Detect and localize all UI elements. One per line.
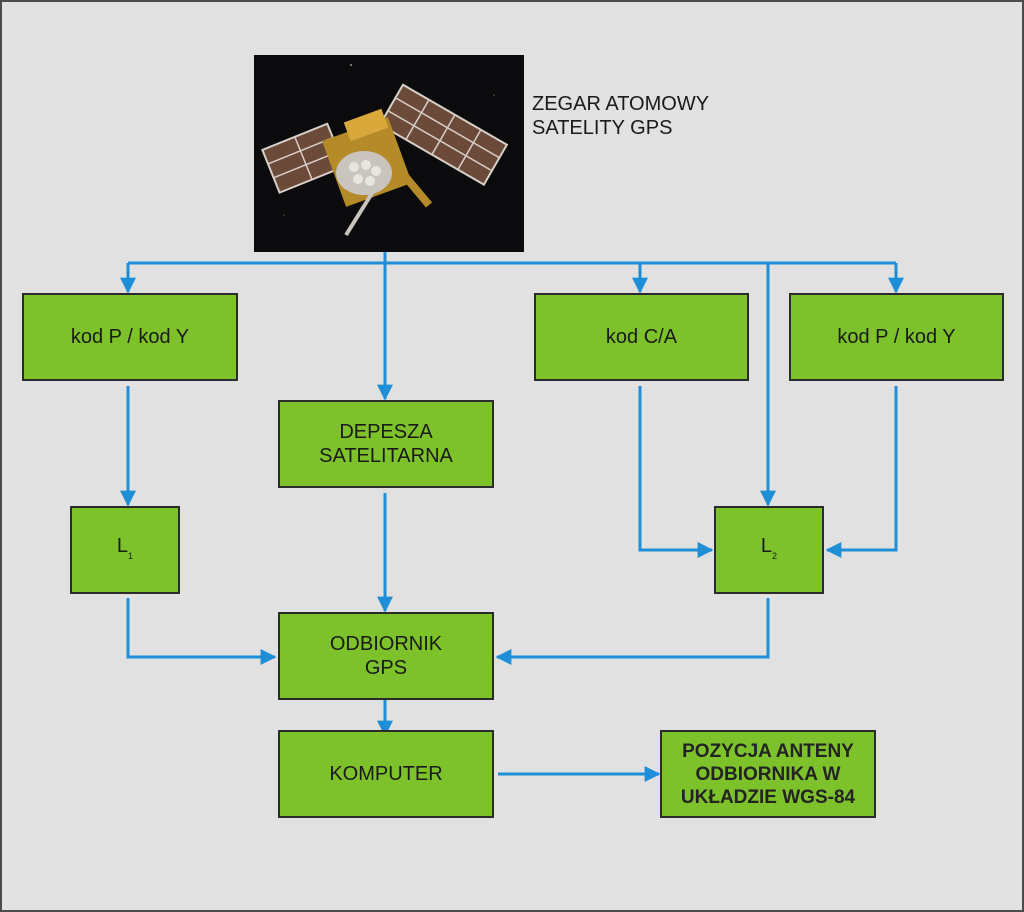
l1-label: L1: [117, 534, 133, 566]
l1-letter: L: [116, 535, 129, 557]
l2-label: L2: [761, 534, 777, 566]
depesza-line-1: DEPESZA: [339, 421, 433, 443]
pozycja-line-2: ODBIORNIKA W: [695, 763, 841, 785]
depesza-satelitarna-box: DEPESZA SATELITARNA: [278, 400, 494, 488]
kod-ca-label: kod C/A: [605, 326, 678, 348]
pozycja-line-3: UKŁADZIE WGS-84: [680, 786, 856, 808]
pozycja-anteny-box: POZYCJA ANTENY ODBIORNIKA W UKŁADZIE WGS…: [660, 730, 876, 818]
arrow-l1-to-odbiornik: [126, 598, 277, 665]
arrow-kod-ca-to-l2: [638, 386, 714, 558]
l1-subscript: 1: [128, 551, 134, 561]
arrow-l2-to-odbiornik: [495, 598, 770, 665]
pozycja-line-1: POZYCJA ANTENY: [682, 740, 854, 762]
l2-subscript: 2: [772, 551, 778, 561]
kod-p-y-right-label: kod P / kod Y: [837, 326, 956, 348]
odbiornik-line-2: GPS: [364, 657, 408, 679]
caption-line-2: SATELITY GPS: [532, 117, 673, 139]
kod-ca-box: kod C/A: [534, 293, 749, 381]
l2-letter: L: [760, 535, 773, 557]
komputer-label: KOMPUTER: [329, 763, 443, 785]
satellite-image: [254, 55, 524, 252]
odbiornik-gps-box: ODBIORNIK GPS: [278, 612, 494, 700]
kod-p-y-left-label: kod P / kod Y: [70, 326, 190, 348]
arrow-kod-py-right-to-l2: [825, 386, 898, 558]
kod-p-y-left-box: kod P / kod Y: [22, 293, 238, 381]
caption-line-1: ZEGAR ATOMOWY: [532, 93, 710, 115]
satellite-caption: ZEGAR ATOMOWY SATELITY GPS: [532, 92, 709, 140]
depesza-line-2: SATELITARNA: [319, 445, 453, 467]
odbiornik-line-1: ODBIORNIK: [329, 633, 443, 655]
komputer-box: KOMPUTER: [278, 730, 494, 818]
kod-p-y-right-box: kod P / kod Y: [789, 293, 1004, 381]
l1-box: L1: [70, 506, 180, 594]
l2-box: L2: [714, 506, 824, 594]
